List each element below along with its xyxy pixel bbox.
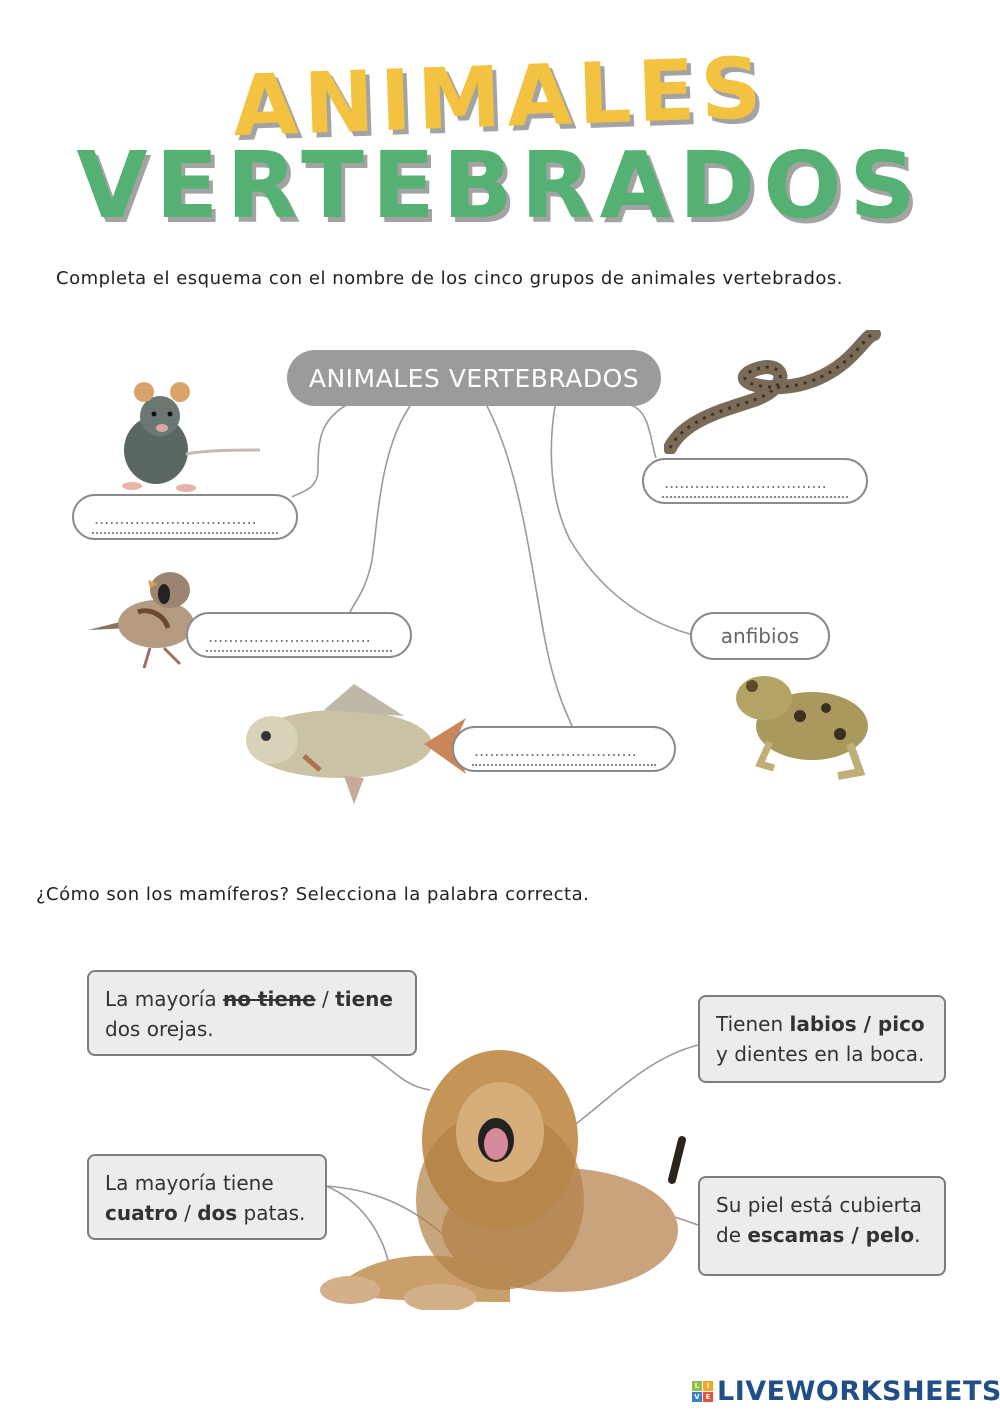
given-label-amphibians: anfibios <box>690 612 830 660</box>
callout-ears: La mayoría no tiene / tiene dos orejas. <box>87 970 417 1056</box>
answer-input-sparrow[interactable] <box>206 622 392 652</box>
option-cuatro[interactable]: cuatro <box>105 1201 178 1225</box>
callout-ears-prefix: La mayoría <box>105 987 223 1011</box>
option-no-tiene[interactable]: no tiene <box>222 987 316 1011</box>
answer-box-rat[interactable] <box>72 494 298 540</box>
answer-input-snake[interactable] <box>662 468 848 498</box>
callout-skin: Su piel está cubierta de escamas / pelo. <box>698 1176 946 1276</box>
callout-ears-suffix: dos orejas. <box>105 1017 214 1041</box>
callout-mouth: Tienen labios / pico y dientes en la boc… <box>698 995 946 1083</box>
separator: / <box>177 1201 198 1225</box>
logo-letter: V <box>692 1392 702 1402</box>
title-line-2: VERTEBRADOS <box>76 132 924 239</box>
instruction-section-2: ¿Cómo son los mamíferos? Selecciona la p… <box>36 884 590 905</box>
central-node: ANIMALES VERTEBRADOS <box>287 350 661 406</box>
separator: / <box>856 1012 878 1036</box>
snake-image <box>664 330 881 454</box>
lion-image <box>320 1050 686 1310</box>
frog-image <box>736 676 868 780</box>
fish-image <box>246 684 466 804</box>
callout-legs-suffix: patas. <box>237 1201 306 1225</box>
logo-letter: E <box>703 1392 713 1402</box>
callout-skin-suffix: . <box>914 1223 921 1247</box>
callout-skin-prefix: Su piel está cubierta de <box>716 1193 922 1247</box>
callout-mouth-suffix: y dientes en la boca. <box>716 1042 925 1066</box>
logo-text: LIVEWORKSHEETS <box>717 1376 1000 1407</box>
callout-legs-prefix: La mayoría tiene <box>105 1171 274 1195</box>
option-pelo[interactable]: pelo <box>865 1223 915 1247</box>
option-labios[interactable]: labios <box>789 1012 857 1036</box>
answer-input-rat[interactable] <box>92 504 278 534</box>
logo-letter: L <box>692 1381 702 1391</box>
option-pico[interactable]: pico <box>877 1012 925 1036</box>
logo-grid-icon: L I V E <box>692 1381 713 1402</box>
answer-box-sparrow[interactable] <box>186 612 412 658</box>
liveworksheets-logo: L I V E LIVEWORKSHEETS <box>692 1376 1000 1407</box>
answer-box-snake[interactable] <box>642 458 868 504</box>
option-dos[interactable]: dos <box>197 1201 238 1225</box>
logo-letter: I <box>703 1381 713 1391</box>
rat-image <box>122 382 261 492</box>
callout-legs: La mayoría tiene cuatro / dos patas. <box>87 1154 327 1240</box>
option-tiene[interactable]: tiene <box>335 987 393 1011</box>
answer-box-fish[interactable] <box>452 726 676 772</box>
callout-mouth-prefix: Tienen <box>716 1012 790 1036</box>
instruction-section-1: Completa el esquema con el nombre de los… <box>56 268 843 289</box>
separator: / <box>844 1223 866 1247</box>
answer-input-fish[interactable] <box>472 736 656 766</box>
sparrow-image <box>88 572 194 669</box>
separator: / <box>315 987 336 1011</box>
option-escamas[interactable]: escamas <box>747 1223 845 1247</box>
